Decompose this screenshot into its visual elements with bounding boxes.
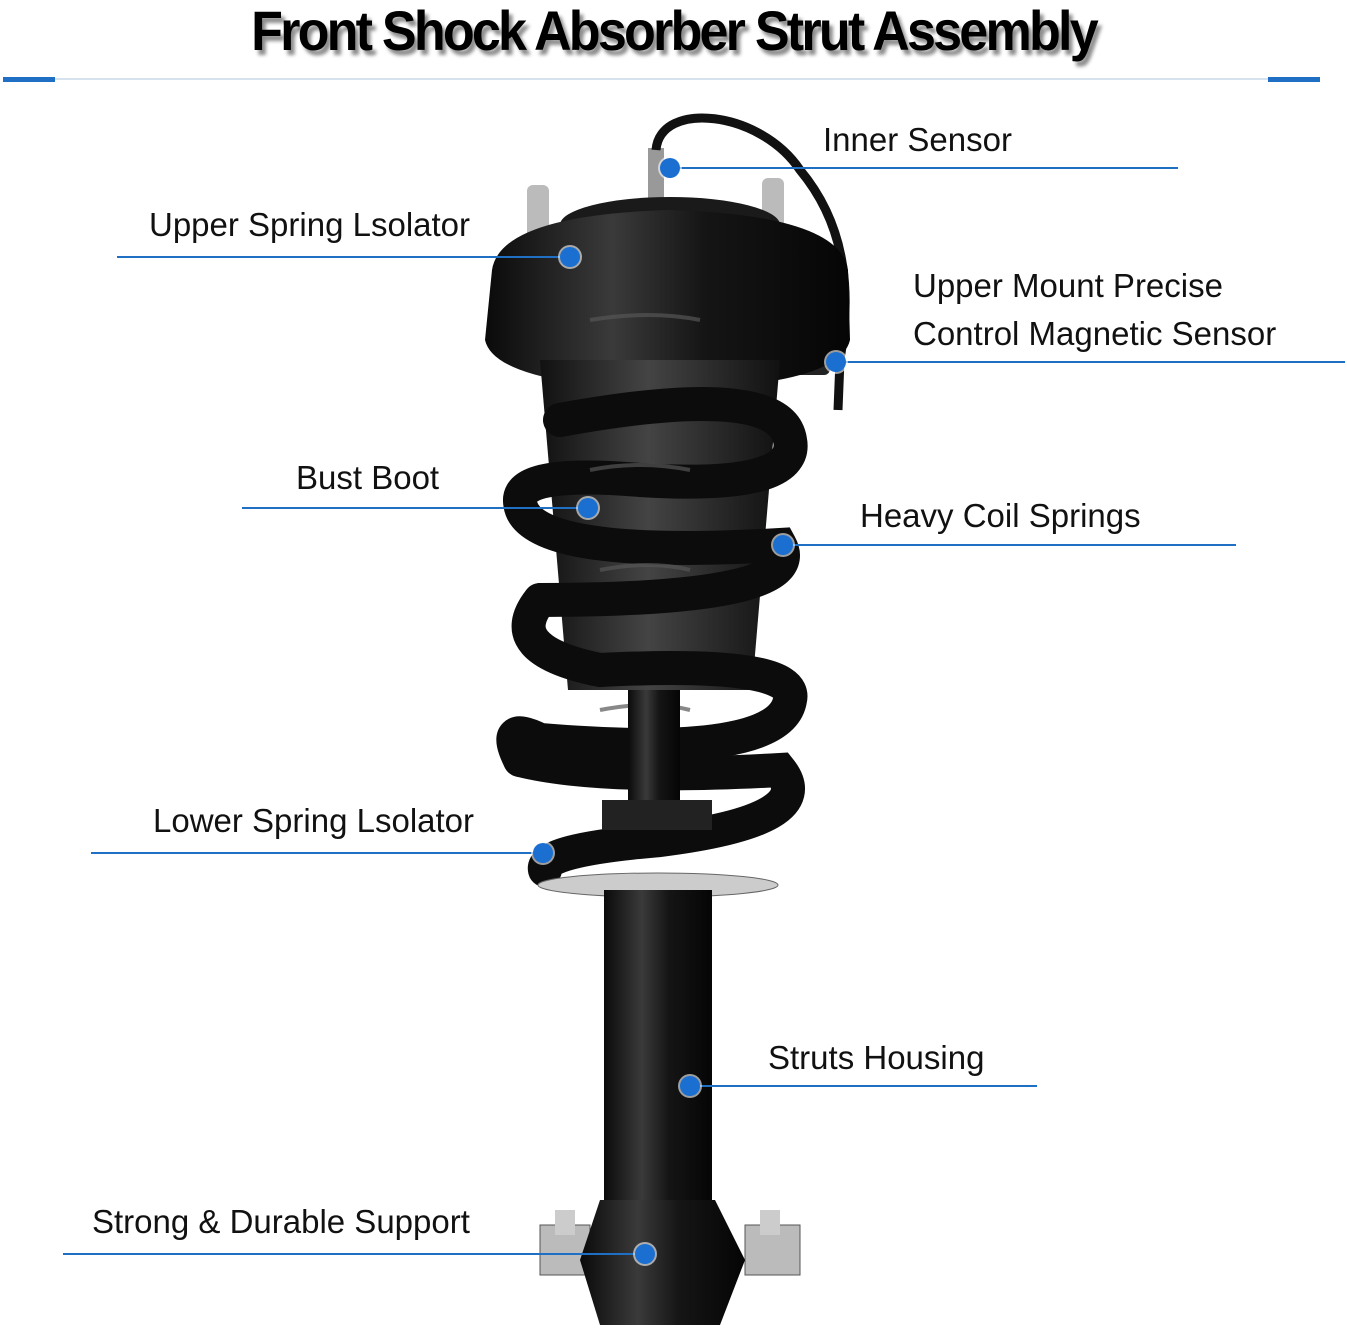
callout-dot-lower-spring-isolator [533, 843, 553, 863]
callout-dot-upper-mount-sensor [826, 352, 846, 372]
callout-dot-upper-spring-isolator [560, 247, 580, 267]
lower-mount [580, 1200, 745, 1325]
label-struts-housing: Struts Housing [768, 1039, 985, 1076]
label-upper-mount-sensor-line2: Control Magnetic Sensor [913, 315, 1277, 352]
label-upper-mount-sensor-line1: Upper Mount Precise [913, 267, 1223, 304]
piston-rod [628, 690, 680, 810]
label-strong-durable-support: Strong & Durable Support [92, 1203, 470, 1240]
callout-line-heavy-coil-springs [783, 544, 1236, 546]
callout-line-bust-boot [242, 507, 588, 509]
callout-line-upper-spring-isolator [117, 256, 570, 258]
callout-dot-strong-durable-support [635, 1244, 655, 1264]
label-inner-sensor: Inner Sensor [823, 121, 1012, 158]
callout-line-struts-housing [690, 1085, 1037, 1087]
callout-dot-struts-housing [680, 1076, 700, 1096]
divider-cap-right [1268, 77, 1320, 82]
label-heavy-coil-springs: Heavy Coil Springs [860, 497, 1141, 534]
divider-cap-left [3, 77, 55, 82]
label-lower-spring-isolator: Lower Spring Lsolator [153, 802, 475, 839]
callout-line-lower-spring-isolator [91, 852, 543, 854]
label-upper-spring-isolator: Upper Spring Lsolator [149, 206, 471, 243]
label-bust-boot: Bust Boot [296, 459, 440, 496]
page-title: Front Shock Absorber Strut Assembly [251, 0, 1099, 62]
title-divider [55, 78, 1268, 80]
strut-housing [604, 890, 712, 1210]
callout-dot-inner-sensor [660, 158, 680, 178]
callout-line-strong-durable-support [63, 1253, 645, 1255]
callout-dot-bust-boot [578, 498, 598, 518]
callout-line-inner-sensor [670, 167, 1178, 169]
callout-line-upper-mount-sensor [836, 361, 1345, 363]
callout-dot-heavy-coil-springs [773, 535, 793, 555]
